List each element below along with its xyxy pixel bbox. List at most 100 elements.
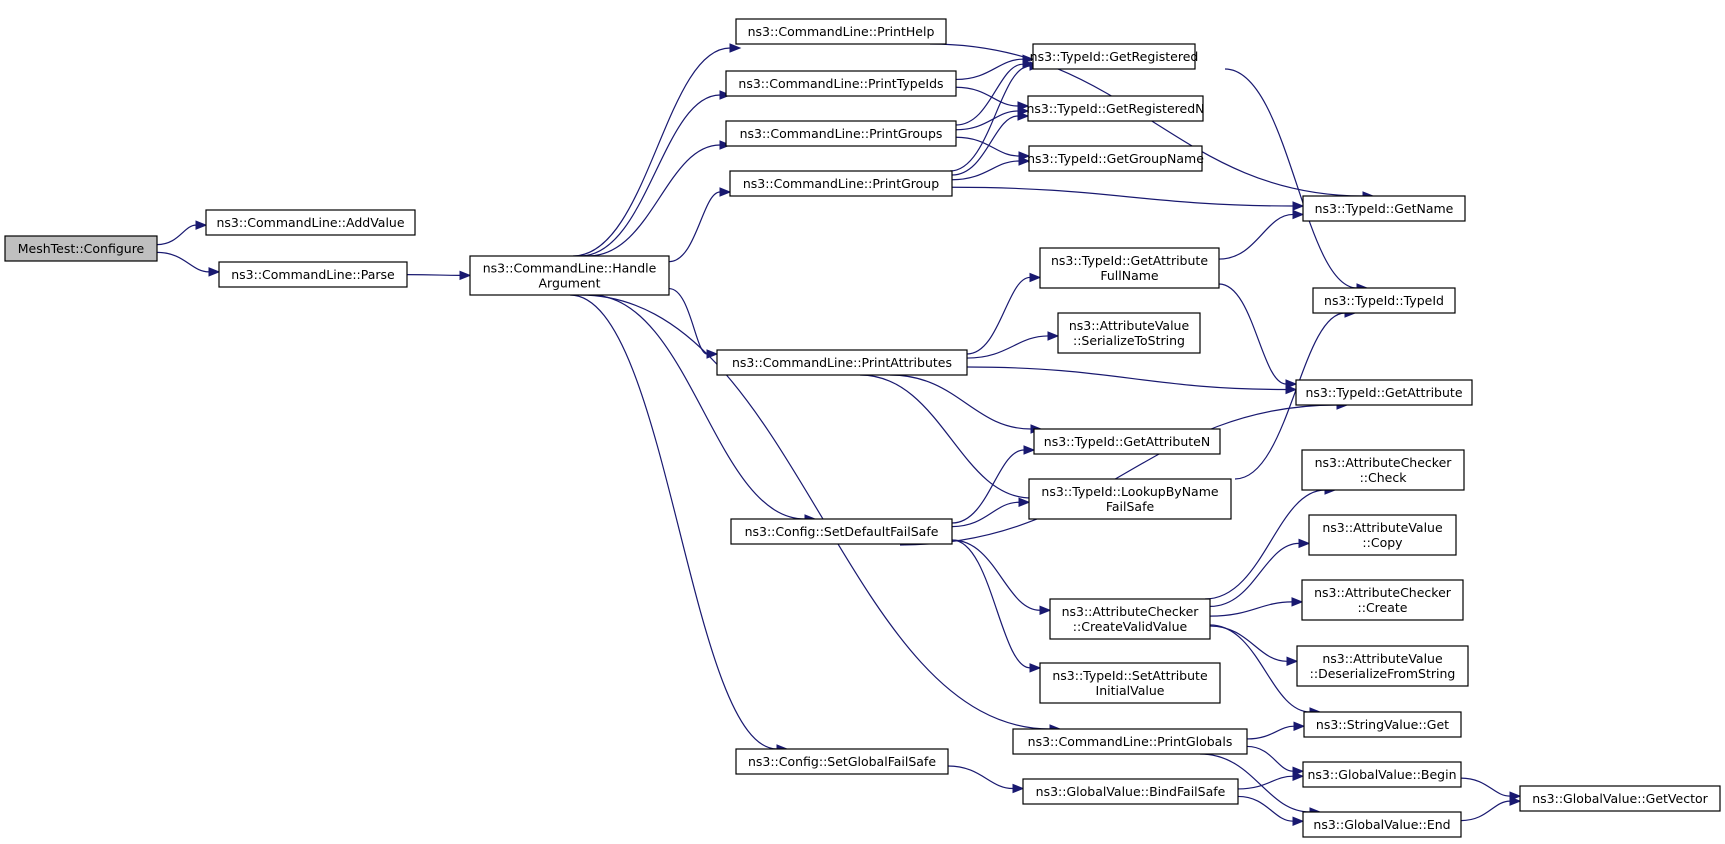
edge-end-to-getvector	[1460, 800, 1511, 822]
node-box[interactable]	[716, 349, 968, 376]
arrowhead-icon	[1029, 663, 1042, 673]
node-printgroup[interactable]: ns3::CommandLine::PrintGroup	[729, 170, 953, 197]
node-label: ns3::CommandLine::PrintGlobals	[1028, 734, 1233, 749]
arrowhead-icon	[1023, 445, 1036, 455]
arrowhead-icon	[1018, 156, 1031, 166]
node-setglobal[interactable]: ns3::Config::SetGlobalFailSafe	[735, 748, 949, 775]
node-box[interactable]	[735, 748, 949, 775]
node-label: FailSafe	[1106, 499, 1155, 514]
node-setdefault[interactable]: ns3::Config::SetDefaultFailSafe	[730, 518, 953, 545]
node-create[interactable]: ns3::AttributeChecker::Create	[1301, 579, 1464, 621]
node-getregistered[interactable]: ns3::TypeId::GetRegistered	[1030, 43, 1199, 70]
node-printglobals[interactable]: ns3::CommandLine::PrintGlobals	[1012, 728, 1248, 755]
node-box[interactable]	[1033, 428, 1221, 455]
node-getattribute[interactable]: ns3::TypeId::GetAttribute	[1295, 379, 1473, 406]
node-box[interactable]	[1022, 778, 1239, 805]
node-box[interactable]	[1302, 195, 1466, 222]
node-getattributen[interactable]: ns3::TypeId::GetAttributeN	[1033, 428, 1221, 455]
node-box[interactable]	[1308, 514, 1457, 556]
node-box[interactable]	[1049, 598, 1211, 640]
node-label: ns3::TypeId::SetAttribute	[1052, 668, 1208, 683]
edge-handle-to-printtypeids	[579, 94, 721, 257]
node-box[interactable]	[1302, 761, 1462, 788]
node-createvalid[interactable]: ns3::AttributeChecker::CreateValidValue	[1049, 598, 1211, 640]
node-box[interactable]	[1519, 785, 1721, 812]
edge-handle-to-setdefault	[589, 294, 806, 520]
node-getgroupname[interactable]: ns3::TypeId::GetGroupName	[1027, 145, 1204, 172]
node-parse[interactable]: ns3::CommandLine::Parse	[218, 261, 408, 288]
edge-printglobals-to-end	[1199, 753, 1311, 813]
node-box[interactable]	[1302, 811, 1462, 838]
node-box[interactable]	[205, 209, 416, 236]
edge-printglobals-to-stringget	[1246, 725, 1295, 740]
node-typeid[interactable]: ns3::TypeId::TypeId	[1312, 287, 1456, 314]
arrowhead-icon	[729, 43, 742, 53]
node-box[interactable]	[1312, 287, 1456, 314]
node-getvector[interactable]: ns3::GlobalValue::GetVector	[1519, 785, 1721, 812]
node-box[interactable]	[725, 70, 957, 97]
arrowhead-icon	[1286, 656, 1299, 667]
edge-printattributes-to-getattributen	[889, 374, 1032, 430]
node-getregisteredn[interactable]: ns3::TypeId::GetRegisteredN	[1026, 95, 1205, 122]
node-box[interactable]	[1301, 579, 1464, 621]
edge-printgroup-to-getname	[951, 186, 1294, 207]
node-bindfailsafe[interactable]: ns3::GlobalValue::BindFailSafe	[1022, 778, 1239, 805]
node-label: ns3::CommandLine::PrintAttributes	[732, 355, 952, 370]
node-box[interactable]	[1301, 449, 1465, 491]
node-box[interactable]	[218, 261, 408, 288]
node-end[interactable]: ns3::GlobalValue::End	[1302, 811, 1462, 838]
node-copy[interactable]: ns3::AttributeValue::Copy	[1308, 514, 1457, 556]
node-box[interactable]	[4, 235, 158, 262]
node-box[interactable]	[1028, 145, 1203, 172]
edge-printgroup-to-getregistered	[949, 65, 1031, 172]
edge-setdefault-to-setattrinit	[951, 539, 1031, 669]
node-box[interactable]	[1057, 312, 1201, 354]
node-printgroups[interactable]: ns3::CommandLine::PrintGroups	[725, 120, 957, 147]
edge-handle-to-setglobal	[569, 294, 778, 750]
node-box[interactable]	[1012, 728, 1248, 755]
node-label: ns3::TypeId::GetGroupName	[1027, 151, 1204, 166]
node-begin[interactable]: ns3::GlobalValue::Begin	[1302, 761, 1462, 788]
node-box[interactable]	[1032, 43, 1196, 70]
node-label: ::Create	[1358, 600, 1408, 615]
node-addvalue[interactable]: ns3::CommandLine::AddValue	[205, 209, 416, 236]
node-box[interactable]	[1027, 95, 1204, 122]
node-box[interactable]	[1028, 478, 1232, 520]
node-box[interactable]	[1296, 645, 1469, 687]
node-box[interactable]	[1039, 247, 1220, 289]
edge-createvalid-to-check	[1204, 489, 1326, 600]
node-deserialize[interactable]: ns3::AttributeValue::DeserializeFromStri…	[1296, 645, 1469, 687]
edge-getregistered-to-typeid	[1224, 68, 1358, 289]
node-box[interactable]	[730, 518, 953, 545]
edge-handle-to-printhelp	[572, 47, 731, 257]
edge-createvalid-to-stringget	[1209, 624, 1311, 713]
node-box[interactable]	[735, 18, 947, 45]
node-box[interactable]	[1039, 662, 1221, 704]
node-root[interactable]: MeshTest::Configure	[4, 235, 158, 262]
node-label: ns3::AttributeChecker	[1062, 604, 1200, 619]
node-stringget[interactable]: ns3::StringValue::Get	[1303, 711, 1462, 738]
node-label: ns3::GlobalValue::BindFailSafe	[1036, 784, 1226, 799]
node-box[interactable]	[469, 255, 670, 296]
arrowhead-icon	[1292, 771, 1305, 781]
node-label: ns3::GlobalValue::GetVector	[1532, 791, 1708, 806]
edge-createvalid-to-deserialize	[1209, 625, 1288, 662]
node-box[interactable]	[725, 120, 957, 147]
edge-printgroups-to-getregisteredn	[955, 110, 1019, 131]
node-printtypeids[interactable]: ns3::CommandLine::PrintTypeIds	[725, 70, 957, 97]
node-printattributes[interactable]: ns3::CommandLine::PrintAttributes	[716, 349, 968, 376]
node-getname[interactable]: ns3::TypeId::GetName	[1302, 195, 1466, 222]
node-check[interactable]: ns3::AttributeChecker::Check	[1301, 449, 1465, 491]
arrowhead-icon	[1291, 597, 1304, 607]
node-serializetostring[interactable]: ns3::AttributeValue::SerializeToString	[1057, 312, 1201, 354]
node-printhelp[interactable]: ns3::CommandLine::PrintHelp	[735, 18, 947, 45]
node-box[interactable]	[729, 170, 953, 197]
node-label: ns3::TypeId::GetAttribute	[1051, 253, 1208, 268]
edge-printattributes-to-serializetostring	[966, 335, 1049, 359]
node-box[interactable]	[1295, 379, 1473, 406]
node-box[interactable]	[1303, 711, 1462, 738]
